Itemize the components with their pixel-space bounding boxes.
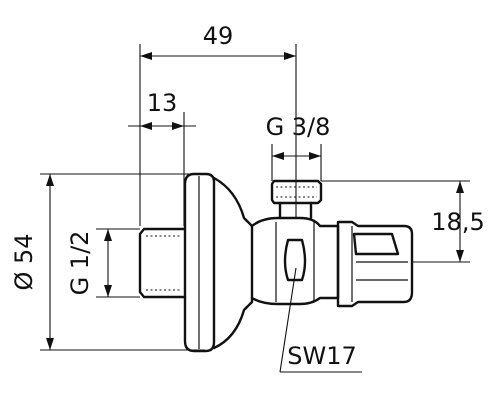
- valve-body-cone: [212, 176, 254, 350]
- dimension-13: 13: [128, 89, 196, 226]
- callout-sw17: SW17: [279, 267, 362, 373]
- dimension-g38: G 3/8: [266, 113, 331, 181]
- dimension-49-label: 49: [203, 22, 234, 50]
- dimension-dia54: Ø 54: [10, 173, 205, 351]
- dimension-g12-label: G 1/2: [66, 231, 94, 296]
- callout-sw17-label: SW17: [287, 342, 357, 370]
- dimension-13-label: 13: [147, 89, 178, 117]
- outlet-connector: [270, 179, 323, 220]
- valve-body: [250, 216, 340, 306]
- dimension-49: 49: [139, 22, 297, 226]
- inlet-pipe: [138, 227, 187, 299]
- dimension-g12: G 1/2: [66, 228, 140, 298]
- valve-handle: [336, 220, 414, 308]
- dimension-dia54-label: Ø 54: [10, 233, 38, 290]
- wall-flange: [183, 172, 216, 353]
- dimension-18-5: 18,5: [321, 180, 485, 263]
- dimension-g38-label: G 3/8: [266, 113, 331, 141]
- angle-valve-outline: [138, 172, 414, 353]
- dimension-18-5-label: 18,5: [431, 208, 484, 236]
